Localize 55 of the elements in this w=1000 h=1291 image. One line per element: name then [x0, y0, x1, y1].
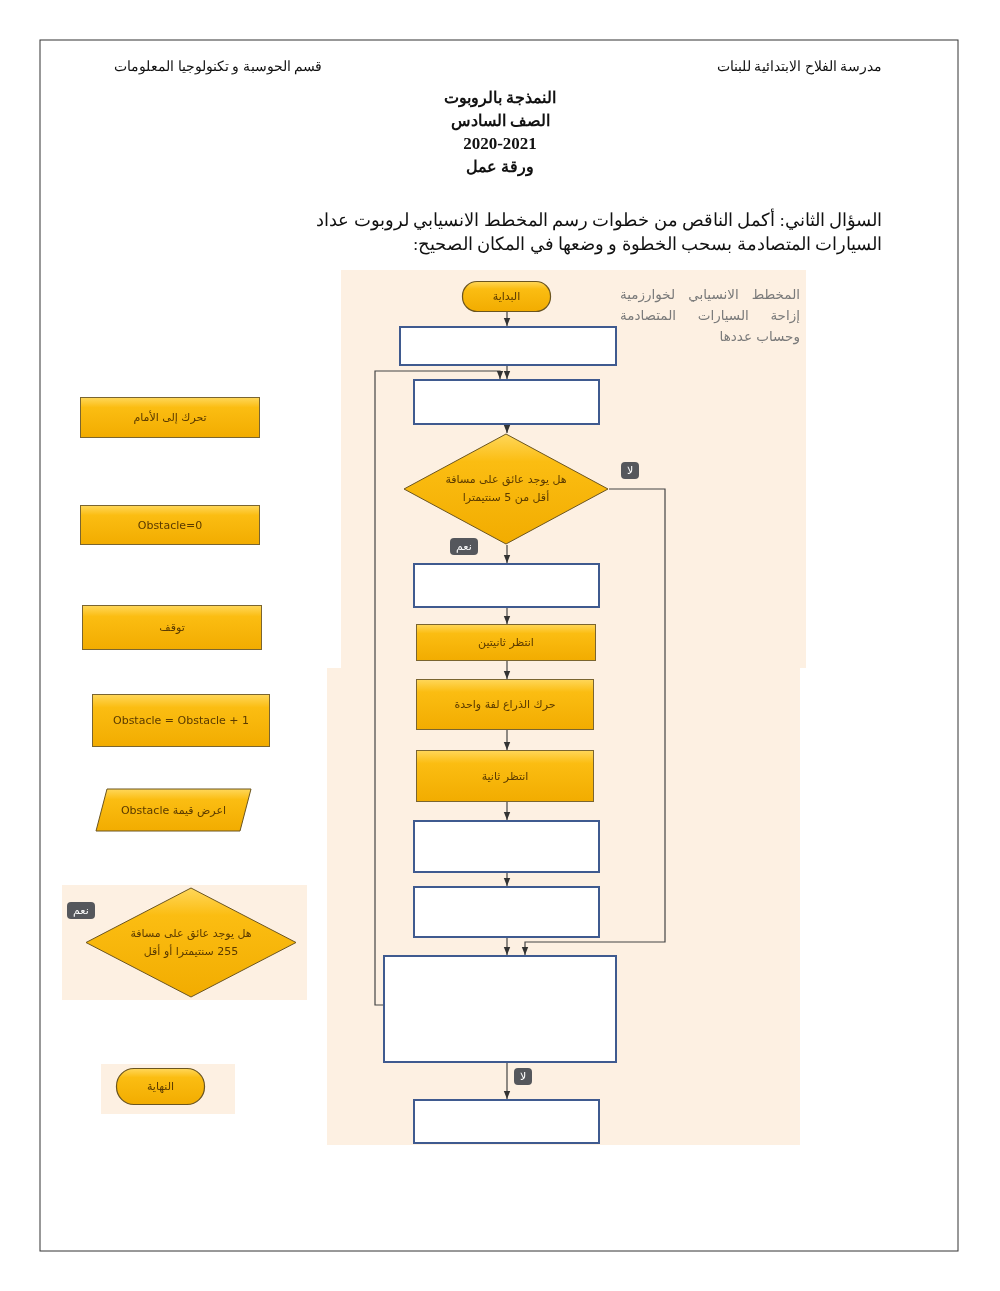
terminal-shape — [116, 1068, 205, 1105]
answer-box — [413, 886, 600, 938]
arrow — [503, 660, 511, 680]
arrow — [503, 311, 511, 327]
department-name: قسم الحوسبة و تكنولوجيا المعلومات — [114, 58, 322, 75]
answer-box — [413, 563, 600, 608]
answer-tag: نعم — [67, 902, 95, 919]
process-box — [416, 624, 596, 661]
process-box — [92, 694, 270, 747]
answer-box — [413, 820, 600, 873]
step-text: هل يوجد عائق على مسافة أقل من 5 سنتيمترا — [444, 472, 568, 506]
arrow — [374, 370, 504, 1006]
title: النمذجة بالروبوت — [443, 88, 557, 107]
step-text: اعرض قيمة Obstacle — [119, 803, 228, 817]
input-output-shape — [95, 788, 252, 832]
step-text: تحرك إلى الأمام — [132, 411, 208, 424]
process-box — [416, 750, 594, 802]
edge-label: لا — [514, 1068, 533, 1085]
step-text: النهاية — [145, 1080, 176, 1093]
arrow — [503, 424, 511, 434]
process-box — [82, 605, 262, 650]
process-box — [416, 679, 594, 730]
arrow — [503, 801, 511, 821]
question-text: السؤال الثاني: أكمل الناقص من خطوات رسم المخطط الانسيابي لروبوت عداد السيارات المتصادمة بسحب الخطوة و وضعها في المكان الصحيح: — [315, 208, 882, 256]
school-name: مدرسة الفلاح الابتدائية للبنات — [716, 58, 882, 75]
step-text: حرك الذراع لفة واحدة — [453, 698, 557, 711]
answer-box — [399, 326, 617, 366]
edge-label: نعم — [450, 538, 478, 555]
step-text: انتظر ثانية — [480, 769, 530, 783]
step-text: Obstacle = Obstacle + 1 — [112, 714, 250, 727]
arrow — [521, 488, 666, 956]
process-box — [80, 505, 260, 545]
edge-label: لا — [621, 462, 640, 479]
arrow — [503, 607, 511, 625]
arrow — [503, 1062, 511, 1100]
arrow — [503, 544, 511, 564]
step-text: انتظر ثانيتين — [477, 636, 535, 649]
step-text: توقف — [158, 621, 186, 634]
step-text: البداية — [491, 290, 522, 303]
grade-heading: الصف السادس — [449, 111, 551, 130]
answer-box — [413, 1099, 600, 1144]
answer-box — [383, 955, 617, 1063]
flowchart-heading: المخطط الانسيابي لخوارزمية إزاحة السيارات المتصادمة وحساب عددها — [620, 285, 800, 347]
arrow — [503, 365, 511, 380]
arrow — [503, 937, 511, 956]
answer-box — [413, 379, 600, 425]
process-box — [80, 397, 260, 438]
terminal-shape — [462, 281, 551, 312]
step-text: هل يوجد عائق على مسافة 255 سنتيمترا أو أقل — [129, 925, 253, 960]
worksheet-heading: ورقة عمل — [465, 157, 535, 176]
arrow — [503, 872, 511, 887]
year-heading: 2020-2021 — [462, 134, 538, 154]
step-text: Obstacle=0 — [136, 518, 204, 532]
arrow — [503, 729, 511, 751]
decision-diamond — [403, 433, 609, 545]
